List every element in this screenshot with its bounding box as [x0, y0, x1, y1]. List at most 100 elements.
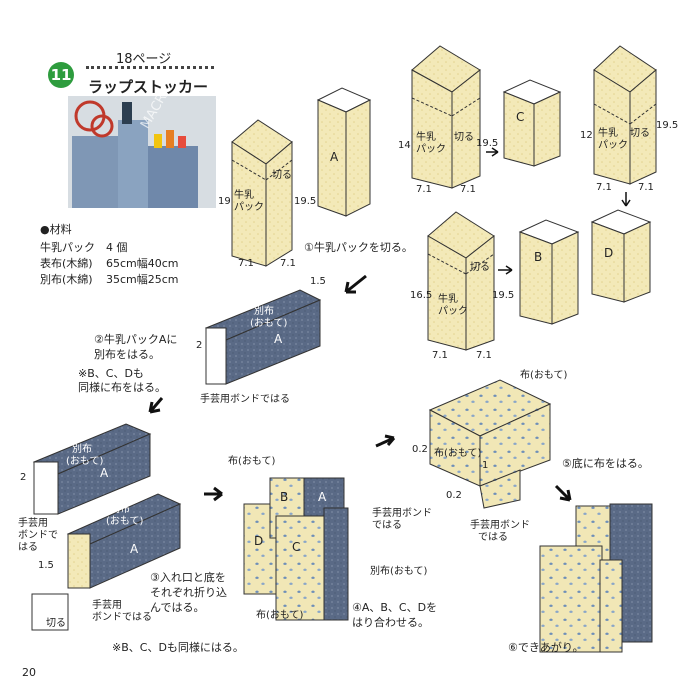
bond-label-6: ボンドではる [92, 612, 152, 623]
betsufu-label-2: 別布 [72, 444, 92, 455]
dim-71-g: 7.1 [432, 350, 448, 361]
nuno-omote-label-3: 布(おもて) [520, 370, 568, 381]
box-b-label-cut: B [534, 250, 543, 264]
milk-carton-4 [427, 211, 495, 351]
box-a-label: A [330, 150, 339, 164]
dim-14: 14 [398, 140, 411, 151]
box-c-cut [502, 79, 562, 167]
corner-detail-box [31, 593, 69, 631]
bond-label-7: 手芸用ボンド [372, 508, 432, 519]
box-b-label: B [280, 490, 289, 504]
arrow-step4-to-5 [375, 434, 396, 448]
step5-text: ⑤底に布をはる。 [562, 457, 649, 470]
cut-label-4: 切る [470, 262, 490, 273]
betsufu-label-1: 別布 [254, 306, 274, 317]
cut-label-3: 切る [630, 128, 650, 139]
bond-label-9: 手芸用ボンド [470, 520, 530, 531]
dim-15-b: 1.5 [38, 560, 54, 571]
tube-fold-2 [66, 493, 182, 589]
product-photo: MACRAM 176 [68, 96, 216, 208]
cut-label-2: 切る [454, 132, 474, 143]
dim-19: 19 [218, 196, 231, 207]
nuno-omote-label-2: 布(おもて) [256, 610, 304, 621]
pack-label-3: パック [598, 140, 628, 151]
betsufu-omote-label-1: 別布(おもて) [370, 566, 428, 577]
material-value-2: 65cm幅40cm [106, 257, 179, 270]
tube-fold-1 [32, 423, 152, 515]
dim-195-1: 19.5 [294, 196, 317, 207]
box-c-label-cut: C [516, 110, 525, 124]
dim-02-a: 0.2 [412, 444, 428, 455]
step4-text-line1: ④A、B、C、Dを [352, 601, 438, 614]
bond-label-1: 手芸用ボンドではる [200, 394, 290, 405]
box-d-cut [590, 209, 652, 303]
dim-71-d: 7.1 [460, 184, 476, 195]
bond-label-3: ボンドで [18, 530, 58, 541]
cut-label-5: 切る [46, 618, 66, 629]
box-a-cut [316, 87, 372, 217]
step-number-badge: 11 [48, 62, 74, 88]
dim-1: 1 [482, 460, 489, 471]
arrow-to-d [621, 192, 631, 207]
dim-12: 12 [580, 130, 593, 141]
step4-text-line2: はり合わせる。 [352, 616, 429, 629]
step6-text: ⑥できあがり。 [508, 641, 584, 654]
material-name-3: 別布(木綿) [40, 273, 93, 286]
box-b-cut [518, 219, 580, 325]
title-dots-divider [86, 66, 214, 69]
pack-label-1: パック [234, 202, 264, 213]
pack-label-4: パック [438, 306, 468, 317]
page-title: ラップストッカー [88, 78, 209, 96]
fabric-covered-base [428, 379, 552, 509]
bond-label-2: 手芸用 [18, 518, 48, 529]
pack-label-2: パック [416, 144, 446, 155]
note2-text: ※B、C、Dも同様にはる。 [112, 641, 244, 654]
dim-71-a: 7.1 [238, 258, 254, 269]
milk-carton-1 [231, 119, 293, 267]
dim-71-c: 7.1 [416, 184, 432, 195]
dim-195-3: 19.5 [656, 120, 679, 131]
step2-text-line1: ②牛乳パックAに [94, 333, 178, 346]
step1-text: ①牛乳パックを切る。 [304, 241, 413, 254]
nuno-omote-label-4: 布(おもて) [434, 448, 482, 459]
tube-a-label-2: A [100, 466, 109, 480]
dim-2-b: 2 [20, 472, 27, 483]
cut-label-1: 切る [272, 170, 292, 181]
arrow-step5-to-6 [554, 484, 572, 502]
step3-text-line2: それぞれ折り込 [150, 586, 227, 599]
box-c-label: C [292, 540, 301, 554]
arrow-step1-to-2 [344, 274, 367, 294]
dim-195-2: 19.5 [476, 138, 499, 149]
materials-heading: ●材料 [40, 223, 72, 236]
finished-stocker [539, 503, 653, 653]
dim-71-e: 7.1 [596, 182, 612, 193]
milk-label-1: 牛乳 [234, 190, 254, 201]
dim-15-a: 1.5 [310, 276, 326, 287]
bond-label-10: ではる [478, 532, 508, 543]
arrow-step3-to-4 [204, 486, 223, 502]
box-a-label-2: A [318, 490, 327, 504]
bond-label-4: はる [18, 542, 38, 553]
box-d-label: D [254, 534, 264, 548]
note1-line1: ※B、C、Dも [78, 367, 144, 380]
dim-71-f: 7.1 [638, 182, 654, 193]
betsufu-label-3: 別布 [110, 504, 130, 515]
material-value-1: 4 個 [106, 241, 128, 254]
assembled-boxes [243, 477, 349, 621]
bond-label-5: 手芸用 [92, 600, 122, 611]
nuno-omote-label-1: 布(おもて) [228, 456, 276, 467]
dim-71-b: 7.1 [280, 258, 296, 269]
omote-label-2: (おもて) [66, 456, 104, 467]
tube-a-label: A [274, 332, 283, 346]
step2-text-line2: 別布をはる。 [94, 348, 160, 361]
omote-label-3: (おもて) [106, 516, 144, 527]
photo-illustration [68, 96, 216, 208]
milk-carton-3 [593, 45, 657, 185]
arrow-to-c [486, 147, 499, 157]
tube-with-fabric [204, 289, 322, 385]
step3-text-line1: ③入れ口と底を [150, 571, 226, 584]
milk-label-2: 牛乳 [416, 132, 436, 143]
page-reference: 18ページ [116, 52, 172, 67]
box-d-label-cut: D [604, 246, 614, 260]
